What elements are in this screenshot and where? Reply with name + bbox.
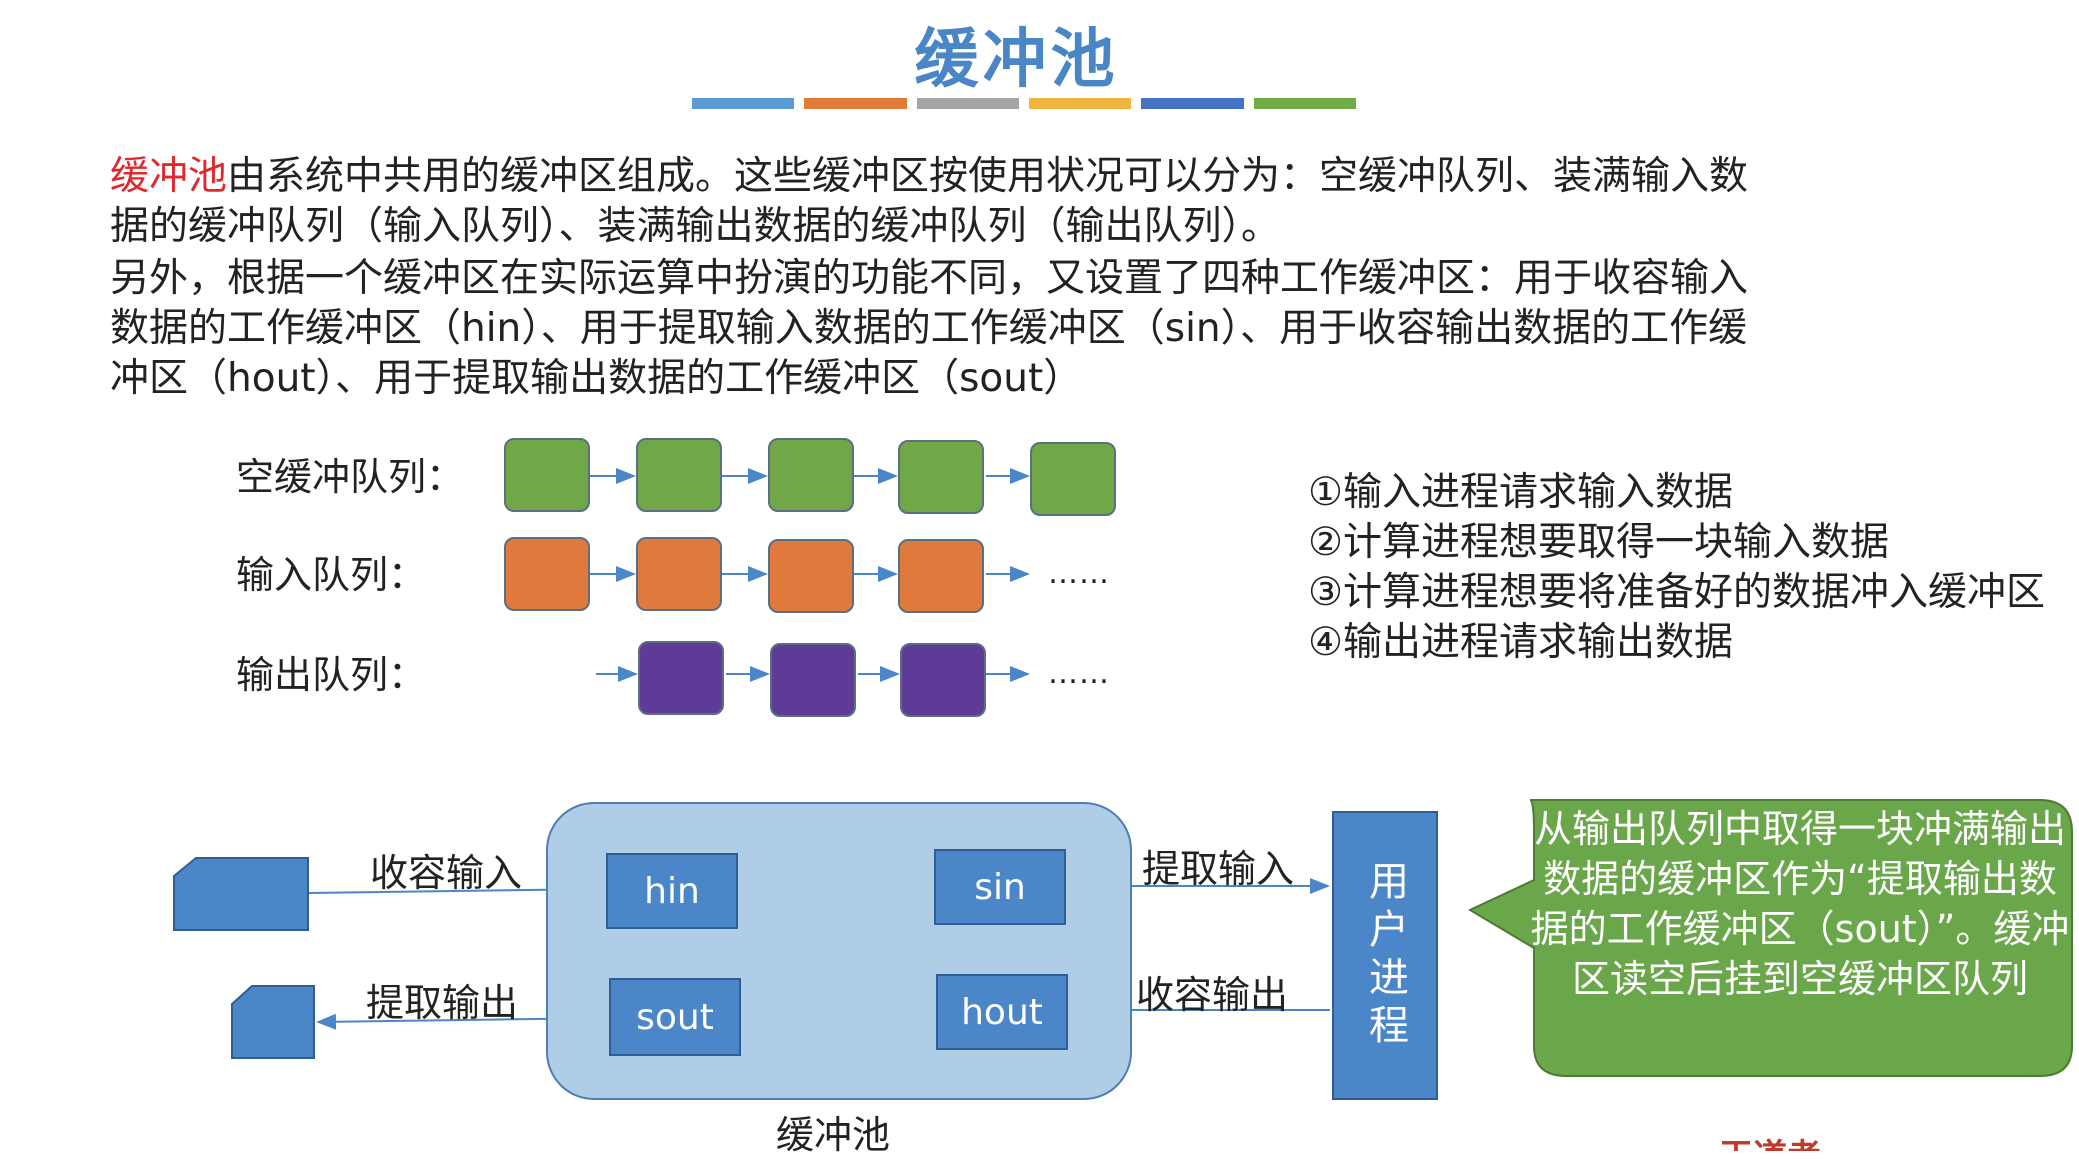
page-title: 缓冲池 bbox=[914, 23, 1119, 97]
paragraph-1: 缓冲池由系统中共用的缓冲区组成。这些缓冲区按使用状况可以分为：空缓冲队列、装满输… bbox=[110, 152, 1940, 252]
paragraph-2-line-3: 冲区（hout）、用于提取输出数据的工作缓冲区（sout） bbox=[110, 356, 1083, 401]
input-buffer-node bbox=[504, 537, 590, 611]
extract-output-label: 提取输出 bbox=[366, 981, 519, 1025]
sout-buffer: sout bbox=[609, 978, 741, 1056]
paragraph-1-line-2: 据的缓冲队列（输入队列）、装满输出数据的缓冲队列（输出队列）。 bbox=[110, 204, 1281, 249]
paragraph-2-line-2: 数据的工作缓冲区（hin）、用于提取输入数据的工作缓冲区（sin）、用于收容输出… bbox=[110, 306, 1748, 351]
step-item: ④输出进程请求输出数据 bbox=[1308, 620, 1733, 665]
highlight-term: 缓冲池 bbox=[110, 154, 228, 199]
pool-label: 缓冲池 bbox=[776, 1113, 891, 1157]
underline-segment bbox=[1253, 98, 1356, 109]
paragraph-2: 另外，根据一个缓冲区在实际运算中扮演的功能不同，又设置了四种工作缓冲区：用于收容… bbox=[110, 254, 1940, 404]
user-process: 用户进程 bbox=[1332, 811, 1438, 1100]
empty-buffer-node bbox=[504, 438, 590, 512]
output-queue-label: 输出队列： bbox=[236, 653, 427, 697]
step-item: ②计算进程想要取得一块输入数据 bbox=[1308, 520, 1889, 565]
collect-input-label: 收容输入 bbox=[370, 851, 523, 895]
empty-buffer-node bbox=[768, 438, 854, 512]
underline-segment bbox=[916, 98, 1019, 109]
input-queue-label: 输入队列： bbox=[236, 553, 427, 597]
underline-segment bbox=[1141, 98, 1244, 109]
empty-queue-label: 空缓冲队列： bbox=[236, 455, 465, 499]
output-buffer-node bbox=[638, 641, 724, 715]
extract-input-label: 提取输入 bbox=[1142, 847, 1295, 891]
sin-buffer: sin bbox=[934, 849, 1066, 925]
steps-list: ①输入进程请求输入数据 ②计算进程想要取得一块输入数据 ③计算进程想要将准备好的… bbox=[1308, 468, 2045, 668]
collect-output-label: 收容输出 bbox=[1136, 973, 1289, 1017]
title-underline bbox=[692, 98, 1356, 109]
output-buffer-node bbox=[900, 643, 986, 717]
hin-buffer: hin bbox=[606, 853, 738, 929]
input-queue-ellipsis: …… bbox=[1048, 556, 1110, 591]
step-item: ①输入进程请求输入数据 bbox=[1308, 470, 1733, 515]
input-buffer-node bbox=[768, 539, 854, 613]
paragraph-1-text: 由系统中共用的缓冲区组成。这些缓冲区按使用状况可以分为：空缓冲队列、装满输入数 bbox=[227, 154, 1749, 199]
callout-text: 从输出队列中取得一块冲满输出数据的缓冲区作为“提取输出数据的工作缓冲区（sout… bbox=[1530, 807, 2070, 1001]
underline-segment bbox=[1028, 98, 1132, 109]
output-device-icon bbox=[231, 985, 315, 1059]
underline-segment bbox=[692, 98, 795, 109]
step-item: ③计算进程想要将准备好的数据冲入缓冲区 bbox=[1308, 570, 2045, 615]
output-queue-ellipsis: …… bbox=[1048, 656, 1110, 691]
empty-buffer-node bbox=[636, 438, 722, 512]
underline-segment bbox=[804, 98, 907, 109]
input-device-icon bbox=[173, 857, 309, 931]
empty-buffer-node bbox=[898, 440, 984, 514]
output-buffer-node bbox=[770, 643, 856, 717]
hout-buffer: hout bbox=[936, 974, 1068, 1050]
callout-bubble bbox=[1467, 799, 2073, 1077]
input-buffer-node bbox=[636, 537, 722, 611]
footer-watermark: 王道考研/CSKAOYAN.COM bbox=[1719, 1129, 2079, 1151]
empty-buffer-node bbox=[1030, 442, 1116, 516]
input-buffer-node bbox=[898, 539, 984, 613]
paragraph-2-line-1: 另外，根据一个缓冲区在实际运算中扮演的功能不同，又设置了四种工作缓冲区：用于收容… bbox=[110, 256, 1749, 301]
paragraph-1-line-1: 缓冲池由系统中共用的缓冲区组成。这些缓冲区按使用状况可以分为：空缓冲队列、装满输… bbox=[110, 152, 1940, 202]
